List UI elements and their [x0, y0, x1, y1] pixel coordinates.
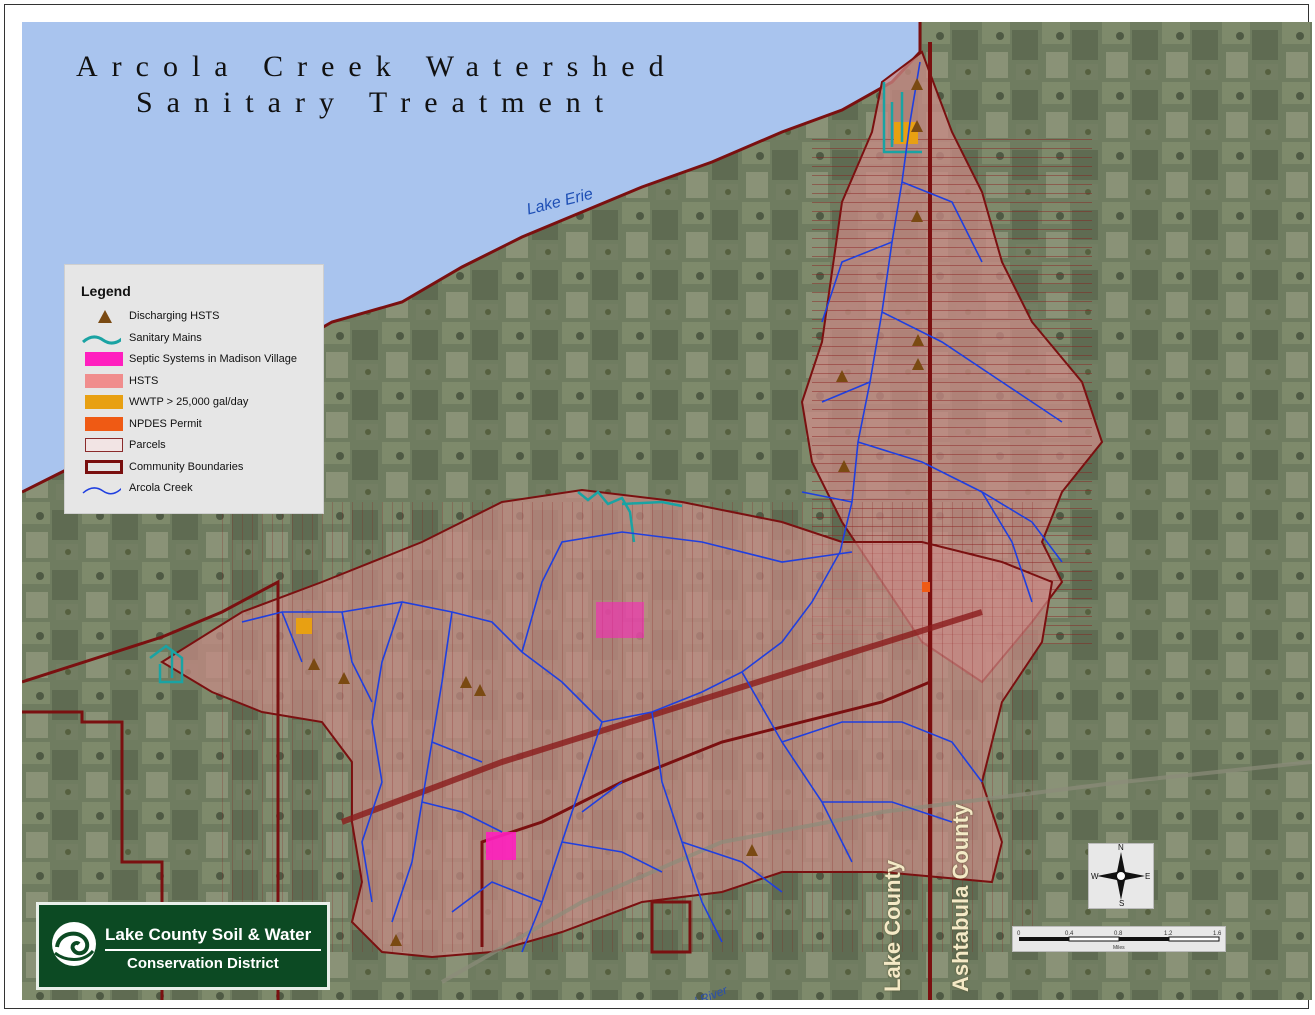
map-title-line-1: Arcola Creek Watershed: [76, 50, 678, 83]
wwtp-parcel: [296, 618, 312, 634]
legend-label: Sanitary Mains: [129, 331, 202, 344]
discharging-hsts-marker: [912, 334, 924, 346]
legend-title: Legend: [81, 283, 131, 299]
lake-erie-water: [22, 22, 920, 492]
wavy-line-icon: [82, 487, 121, 495]
fill-swatch-icon: [85, 395, 123, 409]
legend-item-community-boundaries: Community Boundaries: [81, 458, 323, 480]
discharging-hsts-marker: [912, 358, 924, 370]
scale-bar: 0 0.4 0.8 1.2 1.6 Miles: [1012, 926, 1226, 952]
legend-label: Septic Systems in Madison Village: [129, 353, 297, 365]
sanitary-mains-center: [577, 490, 683, 543]
npdes-parcel: [922, 582, 930, 592]
legend-label: NPDES Permit: [129, 417, 202, 430]
map-area: Lake Erie Grand River: [22, 22, 1312, 1000]
legend-item-septic-madison: Septic Systems in Madison Village: [81, 350, 323, 372]
main-body-parcels: [222, 502, 1042, 952]
wwtp-parcel-north: [894, 122, 918, 144]
discharging-hsts-marker: [308, 658, 320, 670]
discharging-hsts-marker: [746, 844, 758, 856]
compass-w: W: [1091, 872, 1099, 881]
community-boundary-west: [22, 579, 280, 1000]
legend-item-parcels: Parcels: [81, 436, 323, 458]
map-legend: Legend Discharging HSTS Sanitary Mains S…: [64, 264, 324, 514]
legend-label: Discharging HSTS: [129, 310, 220, 322]
compass-rose-icon: [1097, 852, 1145, 900]
discharging-hsts-marker: [390, 934, 402, 946]
scale-tick: 1.2: [1164, 931, 1173, 937]
legend-item-sanitary-mains: Sanitary Mains: [81, 329, 323, 351]
legend-item-hsts: HSTS: [81, 372, 323, 394]
scale-bar-graphic: 0 0.4 0.8 1.2 1.6 Miles: [1017, 931, 1222, 951]
sanitary-mains-north: [882, 82, 922, 154]
legend-item-wwtp: WWTP > 25,000 gal/day: [81, 393, 323, 415]
ashtabula-county-label: Ashtabula County: [948, 803, 973, 992]
legend-item-arcola-creek: Arcola Creek: [81, 479, 323, 501]
north-arrow: N S E W: [1088, 843, 1154, 909]
logo-divider: [105, 949, 321, 951]
scale-tick: 0.4: [1065, 931, 1074, 937]
compass-n: N: [1118, 843, 1124, 852]
discharging-hsts-marker: [911, 78, 923, 90]
logo-org-name: Lake County Soil & Water: [105, 925, 312, 944]
logo-org-subtitle: Conservation District: [127, 955, 279, 972]
map-canvas: [22, 22, 1312, 1000]
railroad-corridor: [340, 609, 983, 825]
thick-outline-swatch-icon: [85, 459, 123, 474]
discharging-hsts-marker: [474, 684, 486, 696]
discharging-hsts-markers: [308, 78, 924, 946]
swirl-logo-icon: [52, 922, 96, 966]
district-logo: Lake County Soil & Water Conservation Di…: [36, 902, 330, 990]
map-title-line-2: Sanitary Treatment: [136, 86, 618, 119]
scale-tick: 0: [1017, 931, 1021, 937]
septic-madison-village-2: [486, 832, 516, 860]
scale-unit: Miles: [1113, 945, 1125, 951]
legend-label: WWTP > 25,000 gal/day: [129, 396, 249, 408]
triangle-marker-icon: [98, 310, 112, 323]
legend-label: HSTS: [129, 374, 159, 387]
discharging-hsts-marker: [338, 672, 350, 684]
lake-county-label: Lake County: [880, 859, 905, 992]
fill-swatch-icon: [85, 416, 123, 431]
legend-item-discharging-hsts: Discharging HSTS: [81, 307, 323, 329]
sanitary-mains-west: [149, 644, 184, 684]
wavy-line-icon: [81, 335, 121, 344]
highway: [441, 760, 1312, 984]
compass-s: S: [1119, 899, 1125, 908]
fill-swatch-icon: [85, 373, 123, 388]
legend-label: Parcels: [129, 439, 166, 451]
discharging-hsts-marker: [838, 460, 850, 472]
septic-madison-village-1: [596, 602, 644, 638]
scale-tick: 1.6: [1213, 931, 1222, 937]
arcola-creek-network: [241, 61, 1063, 953]
outline-swatch-icon: [85, 438, 123, 452]
discharging-hsts-marker: [460, 676, 472, 688]
legend-item-npdes: NPDES Permit: [81, 415, 323, 437]
scale-tick: 0.8: [1114, 931, 1123, 937]
legend-label: Community Boundaries: [129, 460, 244, 473]
community-boundary-box: [650, 900, 692, 954]
discharging-hsts-marker: [911, 120, 923, 132]
legend-label: Arcola Creek: [129, 482, 193, 494]
fill-swatch-icon: [85, 352, 123, 366]
community-boundary-sw: [22, 710, 164, 1000]
discharging-hsts-marker: [836, 370, 848, 382]
discharging-hsts-marker: [911, 210, 923, 222]
compass-e: E: [1145, 872, 1151, 881]
